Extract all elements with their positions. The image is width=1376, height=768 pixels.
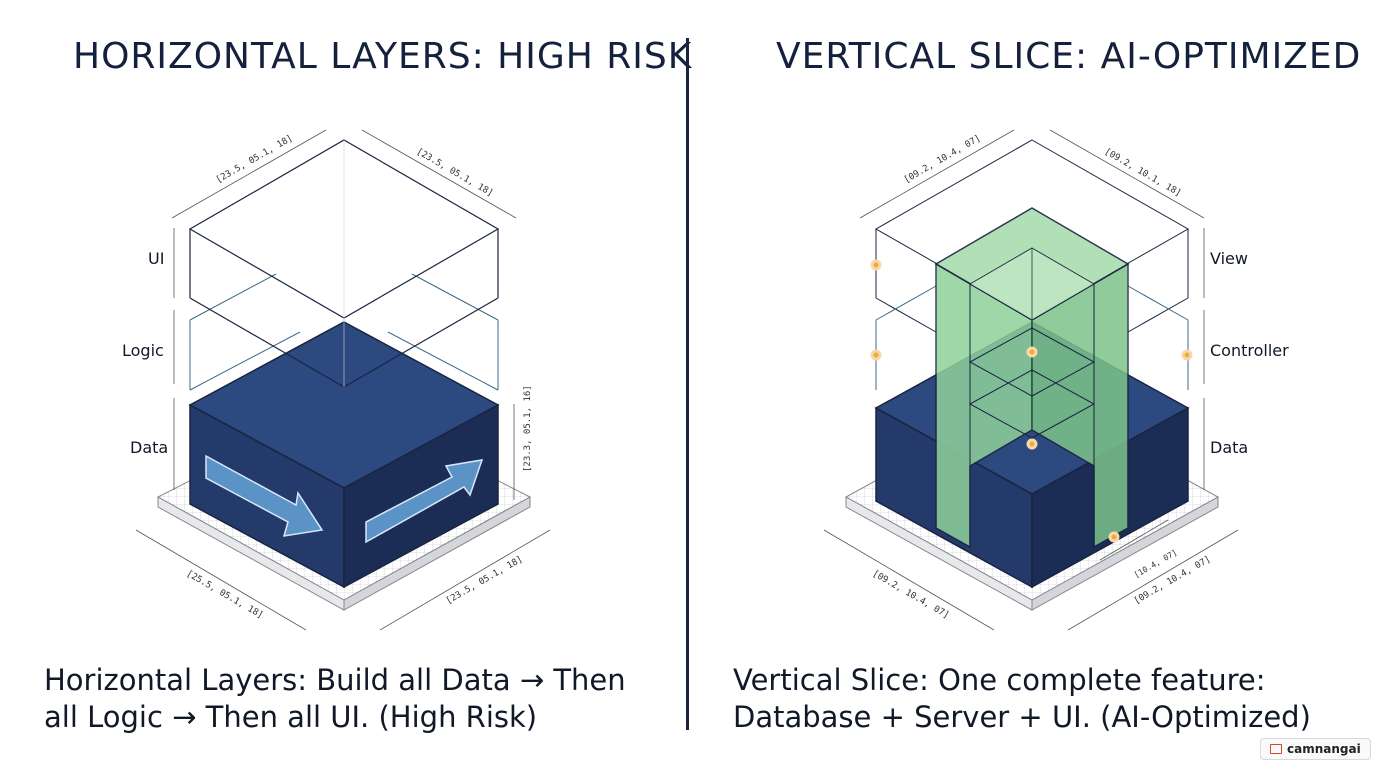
label-data-left: Data (130, 438, 168, 457)
badge-text: camnangai (1287, 742, 1361, 756)
flow-arrow-left (205, 454, 324, 537)
right-caption-line2: Database + Server + UI. (AI-Optimized) (733, 700, 1311, 734)
dim-top-right-right: [09.2, 10.1, 18] (1103, 147, 1183, 199)
left-caption-line1: Horizontal Layers: Build all Data → Then (44, 663, 626, 697)
center-divider (686, 38, 689, 730)
dim-top-right: [23.5, 05.1, 18] (415, 147, 495, 199)
connection-dots (870, 259, 1193, 543)
label-logic: Logic (122, 341, 164, 360)
dim-height: [23.3, 05.1, 16] (523, 385, 533, 472)
dim-top-left: [23.5, 05.1, 18] (215, 134, 295, 186)
left-caption-line2: all Logic → Then all UI. (High Risk) (44, 700, 538, 734)
dim-bottom-right-right: [09.2, 10.4, 07] (1133, 555, 1213, 607)
ui-layer-wireframe (188, 139, 500, 388)
right-caption-line1: Vertical Slice: One complete feature: (733, 663, 1266, 697)
vertical-slice-diagram: [09.2, 10.4, 07] [09.2, 10.1, 18] [09.2,… (823, 129, 1289, 631)
left-title: HORIZONTAL LAYERS: HIGH RISK (73, 36, 693, 77)
dim-top-left-right: [09.2, 10.4, 07] (903, 134, 983, 186)
book-icon (1270, 744, 1282, 754)
dim-bottom-left-right: [09.2, 10.4, 07] (871, 569, 951, 621)
label-view: View (1210, 249, 1248, 268)
right-title: VERTICAL SLICE: AI-OPTIMIZED (776, 36, 1362, 77)
left-caption: Horizontal Layers: Build all Data → Then… (44, 662, 684, 736)
dim-bottom-left: [25.5, 05.1, 18] (185, 569, 265, 621)
flow-arrow-right (365, 459, 484, 544)
logic-layer-wireframe (189, 273, 499, 391)
vertical-slice-column (934, 207, 1130, 549)
label-ui: UI (148, 249, 164, 268)
label-controller: Controller (1210, 341, 1289, 360)
dim-bottom-right: [23.5, 05.1, 18] (445, 555, 525, 607)
data-layer-block (188, 321, 500, 589)
watermark-badge[interactable]: camnangai (1260, 738, 1371, 760)
label-data-right: Data (1210, 438, 1248, 457)
right-caption: Vertical Slice: One complete feature: Da… (733, 662, 1373, 736)
horizontal-layers-diagram: [23.5, 05.1, 18] [23.5, 05.1, 18] [23.3,… (122, 129, 551, 631)
